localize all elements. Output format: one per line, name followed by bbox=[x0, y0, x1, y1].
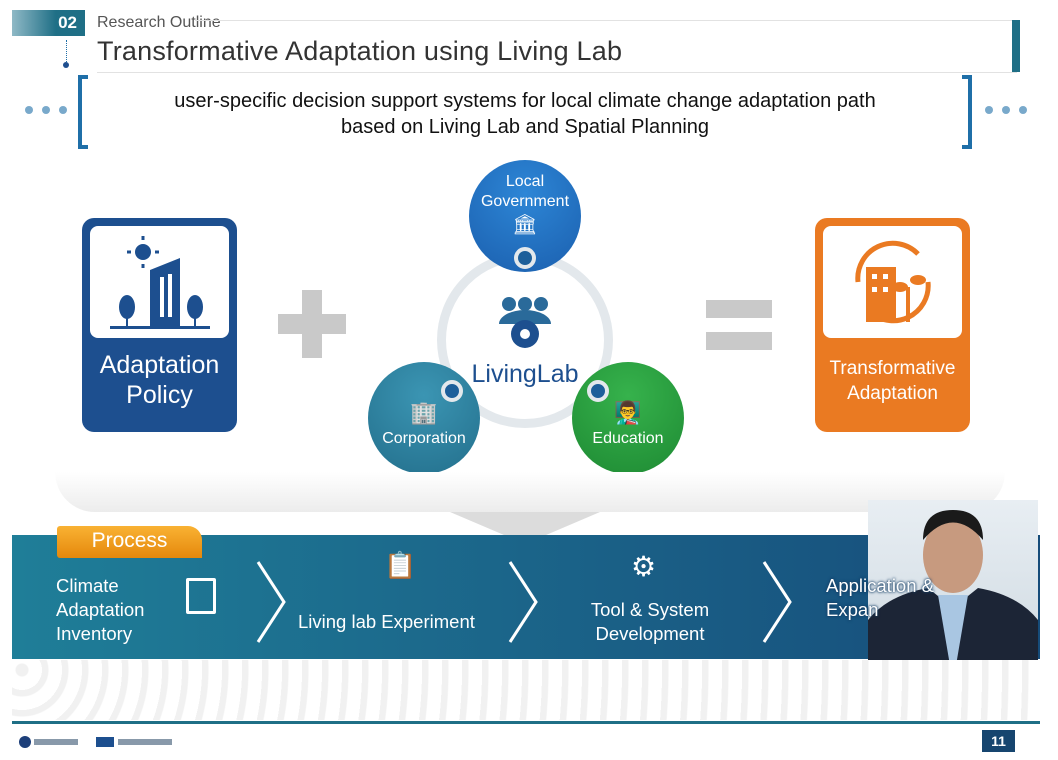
yonsei-logo bbox=[19, 736, 78, 748]
node-local-government: Local Government 🏛 bbox=[469, 160, 581, 272]
adaptation-policy-label: Adaptation Policy bbox=[99, 351, 220, 409]
process-tab: Process bbox=[57, 526, 202, 558]
node-corporation: 🏢 Corporation bbox=[368, 362, 480, 474]
transformative-adaptation-label: Transformative Adaptation bbox=[829, 358, 956, 404]
page-title: Transformative Adaptation using Living L… bbox=[97, 36, 623, 66]
plus-icon bbox=[278, 290, 346, 358]
city-sun-icon bbox=[90, 226, 229, 338]
decorative-dots-left bbox=[25, 106, 67, 114]
step-application-expansion: Application & Expan bbox=[826, 575, 934, 620]
section-number: 02 bbox=[58, 13, 77, 32]
speaker-video bbox=[868, 500, 1038, 683]
subtitle: user-specific decision support systems f… bbox=[88, 88, 962, 140]
ring-knob bbox=[514, 247, 536, 269]
divider bbox=[97, 72, 1017, 73]
step-living-lab-experiment: Living lab Experiment bbox=[298, 611, 475, 632]
teacher-board-icon: 👨‍🏫 bbox=[614, 400, 642, 425]
decorative-dots-right bbox=[985, 106, 1027, 114]
team-gear-icon bbox=[495, 296, 555, 357]
step-climate-adaptation-inventory: Climate Adaptation Inventory bbox=[56, 575, 145, 644]
equals-icon bbox=[706, 300, 772, 350]
step-tool-system-development: Tool & System Development bbox=[590, 599, 710, 644]
gear-network-icon: ⚙ bbox=[631, 551, 657, 582]
ring-knob bbox=[587, 380, 609, 402]
connector-dot bbox=[63, 62, 69, 68]
office-building-icon: 🏢 bbox=[410, 400, 438, 425]
section-label: Research Outline bbox=[97, 14, 221, 31]
node-label: Corporation bbox=[382, 430, 466, 447]
document-icon bbox=[186, 578, 216, 614]
node-label: Local Government bbox=[480, 173, 570, 210]
cycle-city-plant-icon bbox=[823, 226, 962, 338]
transformative-adaptation-card: Transformative Adaptation bbox=[815, 218, 970, 432]
accent-bar bbox=[1012, 20, 1020, 72]
footer-line bbox=[12, 721, 1040, 724]
section-number-badge: 02 bbox=[12, 10, 85, 36]
shadow-band bbox=[55, 472, 1005, 512]
chevron-right-icon bbox=[256, 561, 286, 643]
livinglab-title: LivingLab bbox=[471, 360, 579, 388]
subtitle-line-1: user-specific decision support systems f… bbox=[174, 90, 876, 112]
footer-logos bbox=[18, 735, 176, 749]
decorative-pattern bbox=[12, 660, 1040, 720]
bracket-left bbox=[78, 75, 88, 149]
connector-line bbox=[66, 40, 67, 64]
page-number: 11 bbox=[982, 730, 1015, 752]
node-label: Education bbox=[592, 430, 664, 447]
ring-knob bbox=[441, 380, 463, 402]
subtitle-line-2: based on Living Lab and Spatial Planning bbox=[340, 116, 710, 138]
checklist-code-icon: 📋 bbox=[384, 550, 417, 580]
chevron-right-icon bbox=[508, 561, 538, 643]
chevron-right-icon bbox=[762, 561, 792, 643]
divider bbox=[195, 20, 1015, 21]
government-building-icon: 🏛 bbox=[512, 214, 538, 236]
node-education: 👨‍🏫 Education bbox=[572, 362, 684, 474]
university-of-seoul-logo bbox=[96, 737, 172, 747]
bracket-right bbox=[962, 75, 972, 149]
adaptation-policy-card: Adaptation Policy bbox=[82, 218, 237, 432]
